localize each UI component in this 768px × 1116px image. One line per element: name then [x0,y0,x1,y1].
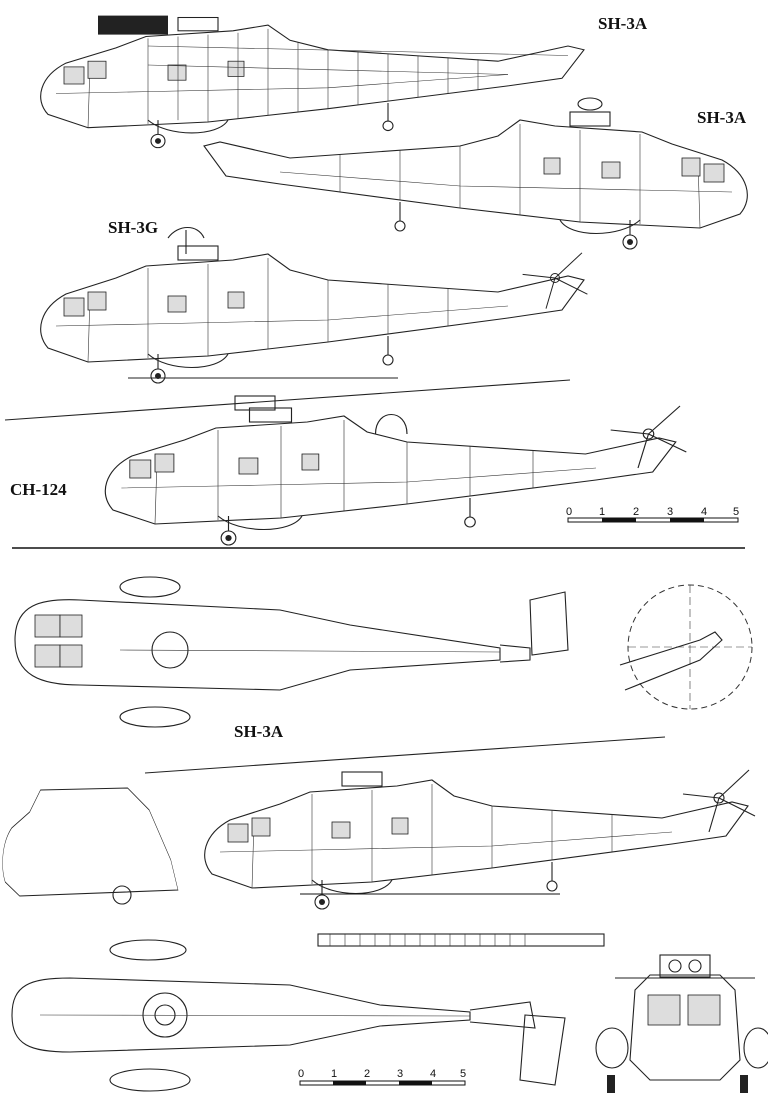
scale-bar-lower: 0 1 2 3 4 5 [298,1068,466,1086]
label-sh3a-middle: SH-3A [234,722,284,741]
label-sh3g: SH-3G [108,218,159,237]
sh3a-front-view [595,954,768,1093]
scale-tick: 4 [701,506,707,518]
sh3a-partial-side-view [2,787,179,897]
main-rotor-blade [4,379,571,421]
label-sh3a-side: SH-3A [697,108,747,127]
label-sh3a-cutaway: SH-3A [598,14,648,33]
rotor-head [234,395,276,411]
scale-tick: 1 [331,1068,337,1080]
scale-tick: 4 [430,1068,436,1080]
rotor-blade-plan [317,933,605,947]
scale-tick: 2 [633,506,639,518]
main-rotor-blade [144,736,666,774]
scale-tick: 3 [667,506,673,518]
sh3a-side-view-middle [204,769,756,910]
scale-bar-upper: 0 1 2 3 4 5 [566,506,739,523]
ch124-side-view [104,405,687,546]
scale-tick: 2 [364,1068,370,1080]
label-ch124: CH-124 [10,480,67,499]
sh3a-plan-view-bottom [11,939,566,1092]
tail-detail-view [619,584,753,710]
scale-tick: 3 [397,1068,403,1080]
sh3a-cutaway-side-view [40,15,585,149]
sh3a-side-view-right [203,97,748,250]
scale-tick: 0 [566,506,572,518]
sh3g-side-view [40,226,588,384]
scale-tick: 5 [733,506,739,518]
scale-tick: 5 [460,1068,466,1080]
sh3a-top-view [14,576,569,728]
scale-tick: 1 [599,506,605,518]
scale-tick: 0 [298,1068,304,1080]
